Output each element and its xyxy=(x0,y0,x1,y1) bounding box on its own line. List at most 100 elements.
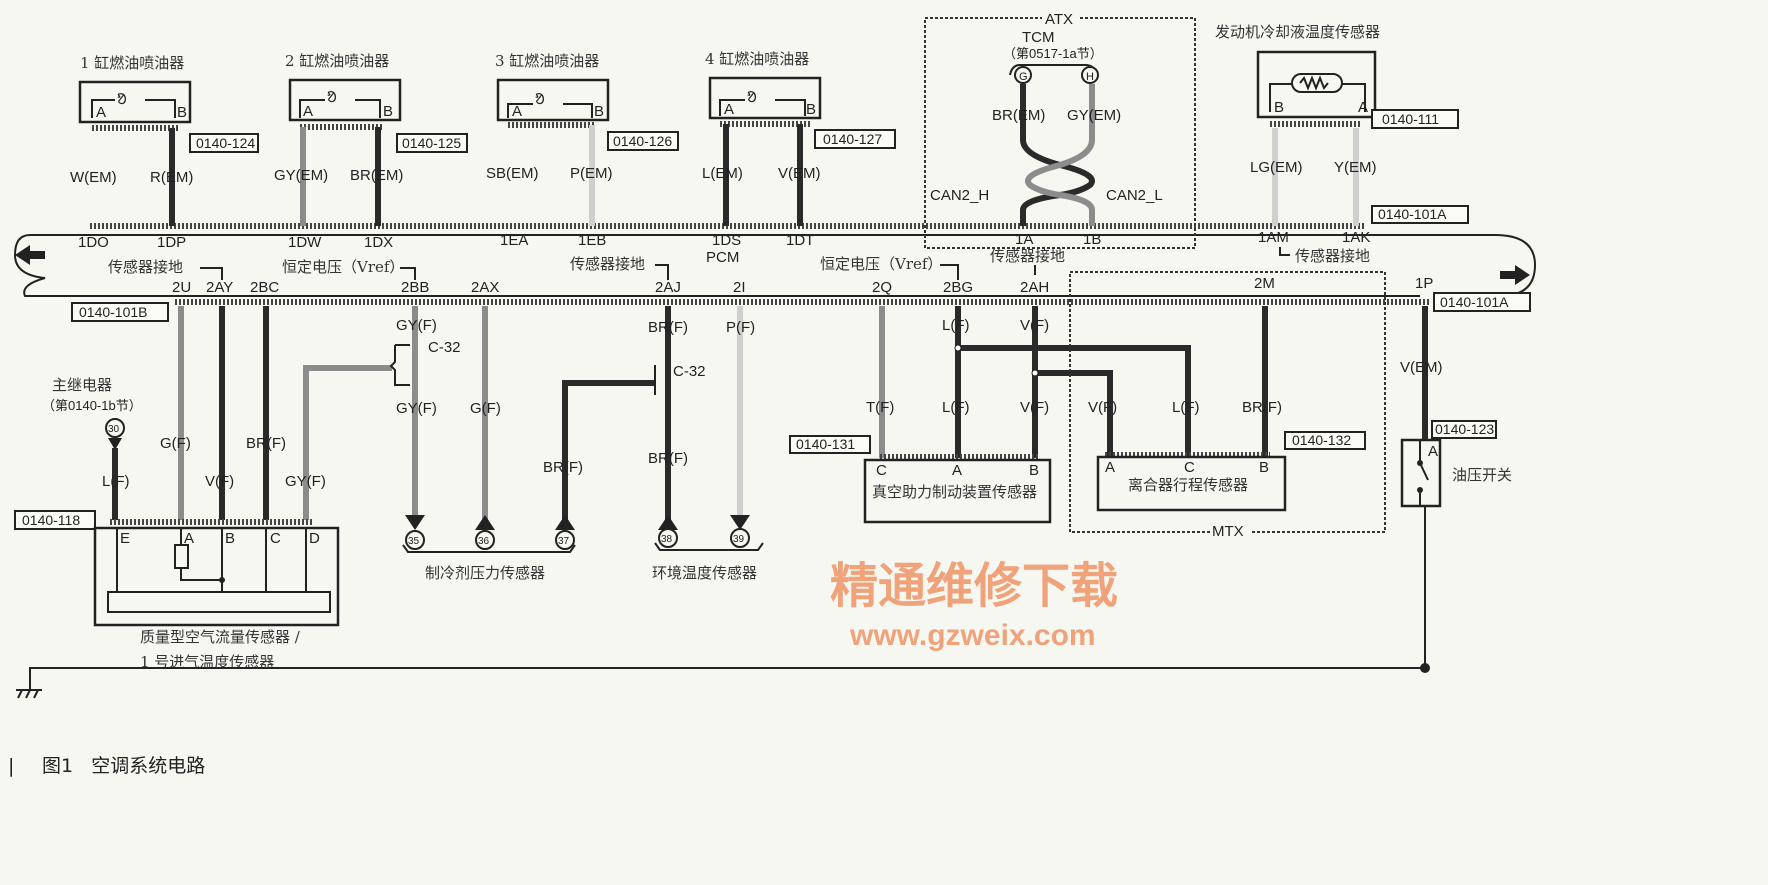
atx-tcm-block: ATX TCM （第0517-1a节） G H BR(EM) GY(EM) CA… xyxy=(924,10,1196,249)
terminal-label: 1DW xyxy=(288,234,322,251)
pin-label: B xyxy=(806,101,816,118)
terminal-label: 1B xyxy=(1083,231,1101,248)
caption-bar: | xyxy=(8,755,14,777)
switch-title: 油压开关 xyxy=(1452,466,1512,484)
wire-label: BR(EM) xyxy=(992,107,1045,124)
wire-label: GY(EM) xyxy=(274,167,328,184)
terminal-label: 1AK xyxy=(1342,229,1370,246)
pcm-label: PCM xyxy=(706,249,739,266)
clutch-stroke-sensor: MTX V(F) L(F) BR(F) 0140-132 A C B 离合器行程… xyxy=(1069,271,1386,540)
splice-label: C-32 xyxy=(673,363,706,380)
terminal-label: 1A xyxy=(1015,231,1033,248)
terminal-circle-label: 36 xyxy=(478,536,490,547)
pin-label: A xyxy=(952,462,962,479)
wire-label: GY(F) xyxy=(396,317,437,334)
sensor-ground-note: 传感器接地 xyxy=(990,247,1065,265)
terminal-label: 1EB xyxy=(578,232,606,249)
wire-label: V(EM) xyxy=(778,165,821,182)
terminal-circle-label: 37 xyxy=(558,536,570,547)
connector-id: 0140-125 xyxy=(402,135,461,151)
watermark-url: www.gzweix.com xyxy=(849,619,1096,652)
pin-label: B xyxy=(1259,459,1269,476)
wire-label: L(F) xyxy=(942,399,970,416)
wire-label: V(EM) xyxy=(1400,359,1443,376)
terminal-label: 2AH xyxy=(1020,279,1049,296)
terminal-label: 1DP xyxy=(157,234,186,251)
injector-title: 1 缸燃油喷油器 xyxy=(80,54,184,72)
injector-2: 2 缸燃油喷油器 ᱚ A B 0140-125 GY(EM) BR(EM) 1D… xyxy=(274,52,468,251)
connector-id: 0140-131 xyxy=(796,436,855,452)
pin-label: B xyxy=(1029,462,1039,479)
terminal-label: 1DO xyxy=(78,234,109,251)
wire-label: L(F) xyxy=(1172,399,1200,416)
wire-label: BR(F) xyxy=(1242,399,1282,416)
sensor-ground-note: 传感器接地 xyxy=(570,255,645,273)
wire-label: V(F) xyxy=(205,473,234,490)
wire-label: GY(EM) xyxy=(1067,107,1121,124)
sensor-title: 制冷剂压力传感器 xyxy=(425,564,545,582)
terminal-label: 2BB xyxy=(401,279,429,296)
ground-icon xyxy=(16,689,42,699)
pin-label: A xyxy=(512,103,522,120)
terminal-circle-label: 39 xyxy=(733,534,745,545)
wire-label: BR(F) xyxy=(246,435,286,452)
wire-label: L(EM) xyxy=(702,165,743,182)
coil-icon: ᱚ xyxy=(117,91,127,108)
wire-label: BR(F) xyxy=(648,450,688,467)
pin-label: D xyxy=(309,530,320,547)
vref-note: 恒定电压（Vref） xyxy=(820,255,942,273)
ground-line xyxy=(16,663,1430,699)
terminal-label: 2I xyxy=(733,279,746,296)
switch-icon xyxy=(1419,440,1429,506)
pin-label: A xyxy=(96,104,106,121)
wire-label: LG(EM) xyxy=(1250,159,1303,176)
pin-label: A xyxy=(724,101,734,118)
terminal-label: 1DX xyxy=(364,234,393,251)
wire-label: P(EM) xyxy=(570,165,613,182)
sensor-title: 离合器行程传感器 xyxy=(1128,476,1248,494)
wire-label: R(EM) xyxy=(150,169,193,186)
wire-label: SB(EM) xyxy=(486,165,539,182)
wire-label: V(F) xyxy=(1088,399,1117,416)
injector-title: 2 缸燃油喷油器 xyxy=(285,52,389,70)
terminal-label: 2BG xyxy=(943,279,973,296)
wire-label: BR(EM) xyxy=(350,167,403,184)
bottom-terminals: 2U 2AY 2BC 2BB 2AX 2AJ 2I 2Q 2BG 2AH 2M … xyxy=(172,275,1433,296)
wire-label: G(F) xyxy=(160,435,191,452)
sensor-ground-note: 传感器接地 xyxy=(1295,247,1370,265)
pin-label: B xyxy=(1274,99,1284,116)
connector-id: 0140-123 xyxy=(1435,421,1494,437)
terminal-label: 1P xyxy=(1415,275,1433,292)
pin-label: B xyxy=(594,103,604,120)
left-arrow-icon xyxy=(15,245,45,265)
terminal-label: 1EA xyxy=(500,232,528,249)
sensor-title: 质量型空气流量传感器 / xyxy=(140,628,301,646)
terminal-label: 1DS xyxy=(712,232,741,249)
wire-label: L(F) xyxy=(102,473,130,490)
pin-label: G xyxy=(1019,71,1028,83)
pin-label: A xyxy=(303,103,313,120)
injector-1: 1 缸燃油喷油器 ᱚ A B 0140-124 W(EM) R(EM) 1DO … xyxy=(70,54,259,251)
pin-label: A xyxy=(1105,459,1115,476)
thermistor-icon xyxy=(1291,73,1343,93)
pin-label: C xyxy=(876,462,887,479)
coil-icon: ᱚ xyxy=(327,89,337,106)
connector-id: 0140-111 xyxy=(1382,111,1439,127)
coil-icon: ᱚ xyxy=(747,89,757,106)
pin-label: B xyxy=(225,530,235,547)
connector-id: 0140-101B xyxy=(79,304,148,320)
injector-4: 4 缸燃油喷油器 ᱚ A B 0140-127 L(EM) V(EM) 1DS … xyxy=(702,50,896,266)
pin-label: B xyxy=(177,104,187,121)
wire-label: GY(F) xyxy=(396,400,437,417)
connector-id: 0140-132 xyxy=(1292,432,1351,448)
relay-title: 主继电器 xyxy=(52,376,112,394)
coolant-temp-sensor: 发动机冷却液温度传感器 B A 0140-111 LG(EM) Y(EM) 1A… xyxy=(1215,23,1459,265)
refrigerant-pressure-sensor: GY(F) C-32 GY(F) G(F) BR(F) 35 36 37 制冷剂… xyxy=(389,306,655,582)
wire-label: V(F) xyxy=(1020,399,1049,416)
right-arrow-icon xyxy=(1500,265,1530,285)
terminal-circle-38: 38 xyxy=(658,528,678,548)
wire-label: Y(EM) xyxy=(1334,159,1377,176)
pin-label: A xyxy=(1358,99,1368,116)
terminal-label: 2M xyxy=(1254,275,1275,292)
can-low-label: CAN2_L xyxy=(1106,187,1163,204)
